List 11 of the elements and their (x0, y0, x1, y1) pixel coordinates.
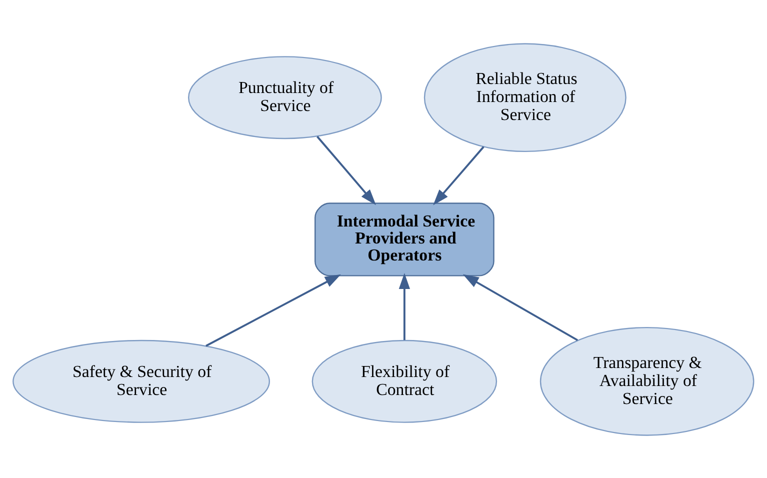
node-box: Intermodal Service Providers and Operators (314, 202, 494, 276)
node-ellipse: Flexibility of Contract (312, 339, 498, 422)
arrow (206, 274, 341, 346)
arrow (398, 272, 410, 340)
arrow (433, 146, 484, 205)
node-ellipse: Transparency & Availability of Service (540, 326, 754, 436)
arrow (462, 274, 578, 341)
node-ellipse: Reliable Status Information of Service (424, 42, 626, 152)
node-ellipse: Punctuality of Service (188, 56, 382, 139)
arrow (316, 135, 376, 205)
node-ellipse: Safety & Security of Service (12, 339, 270, 422)
